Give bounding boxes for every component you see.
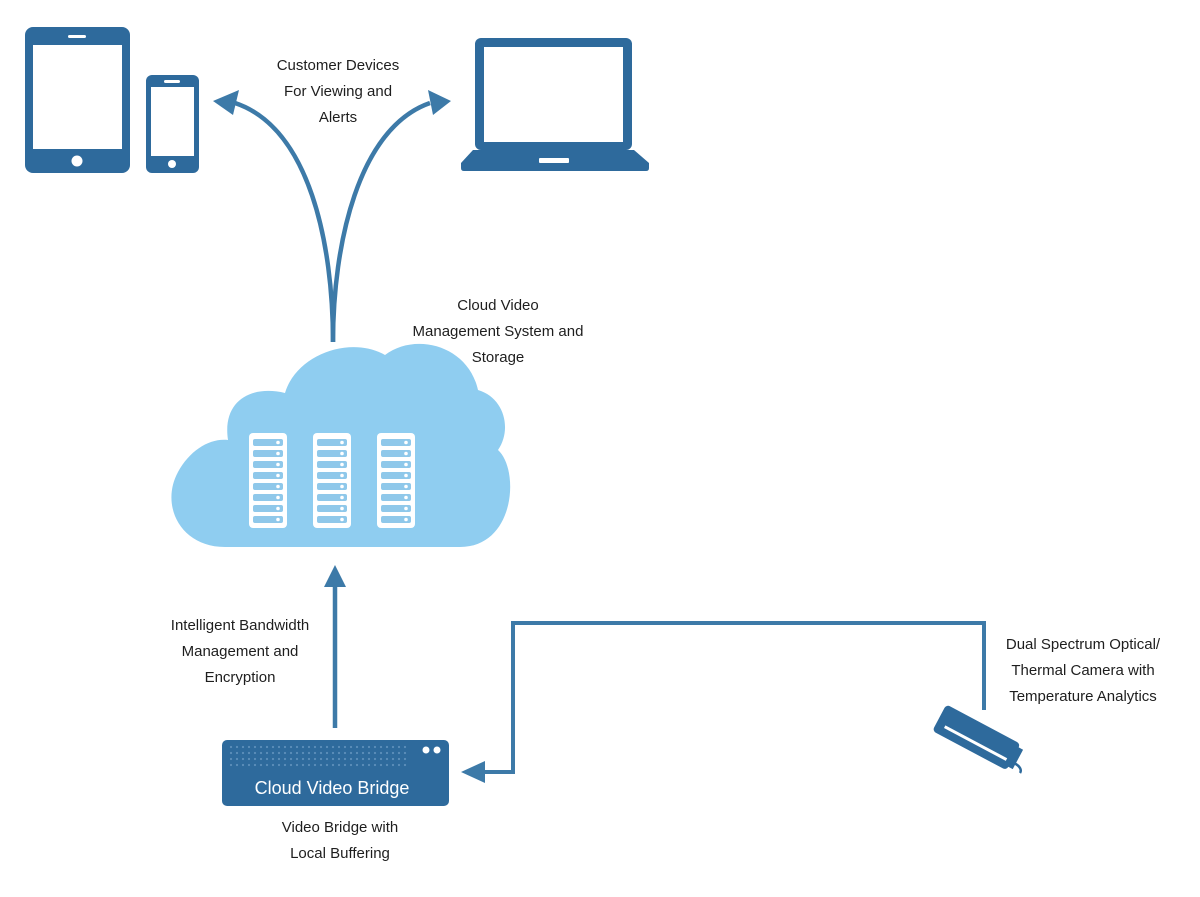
arrow-camera-to-bridge [461, 621, 986, 783]
cloud-icon [171, 343, 511, 547]
tablet-icon [25, 27, 130, 173]
server-rack-icon [249, 433, 415, 528]
arrow-bridge-to-cloud [324, 565, 346, 728]
camera-label: Dual Spectrum Optical/ Thermal Camera wi… [1005, 636, 1161, 705]
customer-devices-label: Customer Devices For Viewing and Alerts [276, 57, 400, 126]
bridge-device-text: Cloud Video Bridge [255, 778, 410, 798]
bridge-device-icon: Cloud Video Bridge [222, 740, 449, 806]
arrow-cloud-to-laptop [330, 90, 451, 343]
bandwidth-label: Intelligent Bandwidth Management and Enc… [170, 617, 310, 686]
laptop-icon [461, 38, 649, 171]
security-camera-icon [933, 705, 1024, 774]
phone-icon [146, 75, 199, 173]
arrow-cloud-to-tablet [213, 90, 336, 343]
bridge-caption-label: Video Bridge with Local Buffering [281, 819, 399, 862]
cloud-vms-label: Cloud Video Management System and Storag… [412, 297, 584, 366]
